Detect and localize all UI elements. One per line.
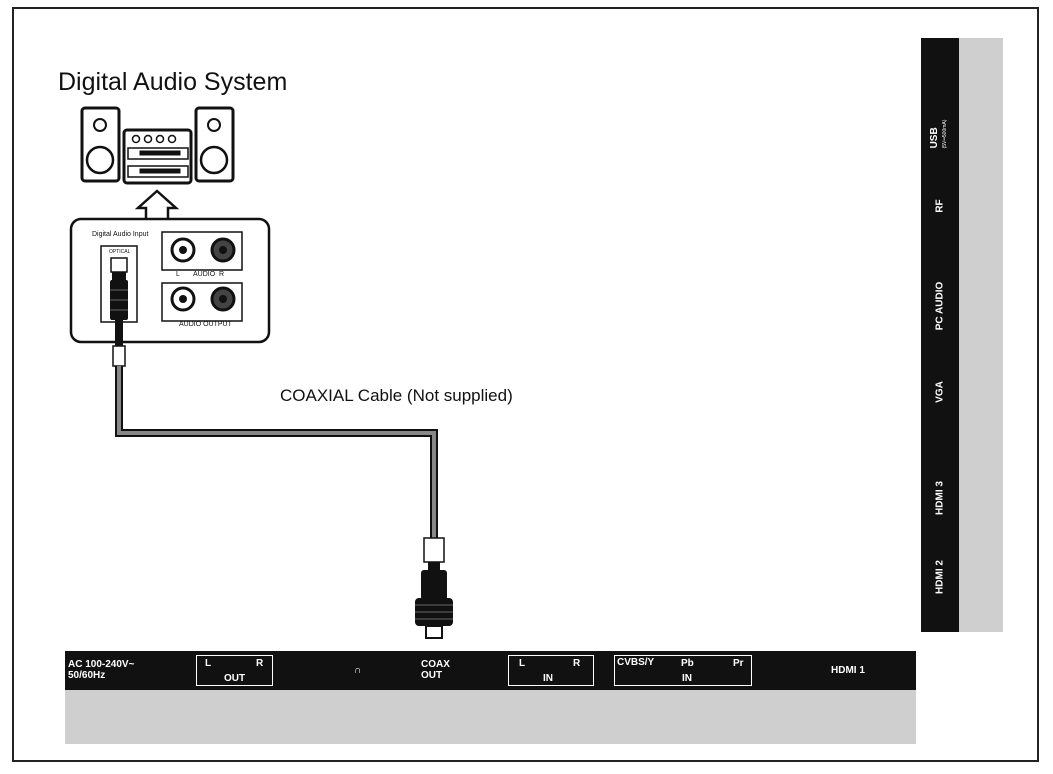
pb-label: Pb bbox=[681, 658, 694, 669]
vga-label: VGA bbox=[934, 381, 946, 403]
coax-plug-icon bbox=[415, 537, 453, 639]
in-audio-label: IN bbox=[543, 673, 553, 684]
usb-label: USB (5V═500mA) bbox=[929, 120, 951, 149]
cable-label: COAXIAL Cable (Not supplied) bbox=[280, 386, 513, 405]
tv-side-label-bar bbox=[921, 38, 959, 632]
audio-l-label: L bbox=[176, 271, 180, 278]
tv-bottom-port-panel bbox=[65, 690, 916, 744]
up-arrow-icon bbox=[134, 189, 180, 218]
cvbs-label: CVBS/Y bbox=[617, 657, 655, 668]
optical-plug-icon bbox=[110, 257, 128, 367]
out-r-label: R bbox=[256, 658, 264, 669]
usb-spec-label: (5V═500mA) bbox=[942, 119, 948, 149]
diagram-frame bbox=[12, 7, 1039, 762]
audio-label: AUDIO bbox=[193, 271, 216, 278]
hdmi3-label: HDMI 3 bbox=[934, 481, 946, 515]
tv-bottom-label-bar bbox=[65, 651, 916, 690]
headphone-label: ∩ bbox=[354, 665, 362, 676]
hdmi2-label: HDMI 2 bbox=[934, 560, 946, 594]
in-video-group-box bbox=[614, 655, 752, 686]
audio-jack-icon bbox=[170, 237, 236, 312]
in-audio-group-box bbox=[508, 655, 594, 686]
in-video-label: IN bbox=[682, 673, 692, 684]
coax-out-label: COAX OUT bbox=[421, 659, 450, 681]
pc-audio-label: PC AUDIO bbox=[934, 281, 946, 331]
audio-r-label: R bbox=[219, 271, 225, 278]
hdmi1-label: HDMI 1 bbox=[831, 665, 865, 676]
in-r-label: R bbox=[573, 658, 581, 669]
out-group-box bbox=[196, 655, 273, 686]
in-l-label: L bbox=[519, 658, 526, 669]
audio-output-label: AUDIO OUTPUT bbox=[179, 321, 232, 328]
tv-side-port-panel bbox=[959, 38, 1003, 632]
power-label: AC 100-240V~ 50/60Hz bbox=[68, 659, 135, 681]
rf-label: RF bbox=[934, 199, 946, 213]
page-title: Digital Audio System bbox=[58, 68, 288, 96]
optical-label: OPTICAL bbox=[109, 249, 131, 255]
pr-label: Pr bbox=[733, 658, 744, 669]
stereo-icon bbox=[80, 106, 235, 185]
digital-input-label: Digital Audio Input bbox=[92, 231, 149, 238]
out-l-label: L bbox=[205, 658, 212, 669]
out-label: OUT bbox=[224, 673, 246, 684]
